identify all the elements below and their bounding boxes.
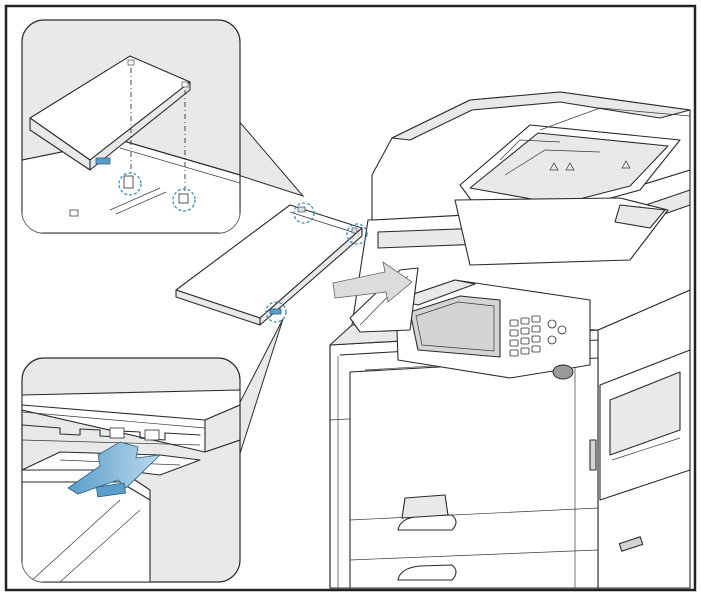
printer: [329, 91, 691, 589]
touch-screen: [409, 295, 501, 358]
guide-circle-2: [346, 223, 368, 245]
guide-circle-1: [293, 202, 315, 224]
bottom-callout-contents: [22, 389, 240, 582]
tab-insert-arrow: [67, 441, 162, 495]
control-panel: [395, 279, 591, 380]
duplex-cover: [175, 202, 368, 326]
insert-direction-arrow: [332, 261, 413, 303]
guide-circle-3: [265, 301, 287, 323]
top-callout-contents: [22, 55, 240, 233]
start-button: [552, 364, 574, 380]
keypad: [509, 315, 567, 357]
cover-tab-marker: [269, 308, 282, 315]
